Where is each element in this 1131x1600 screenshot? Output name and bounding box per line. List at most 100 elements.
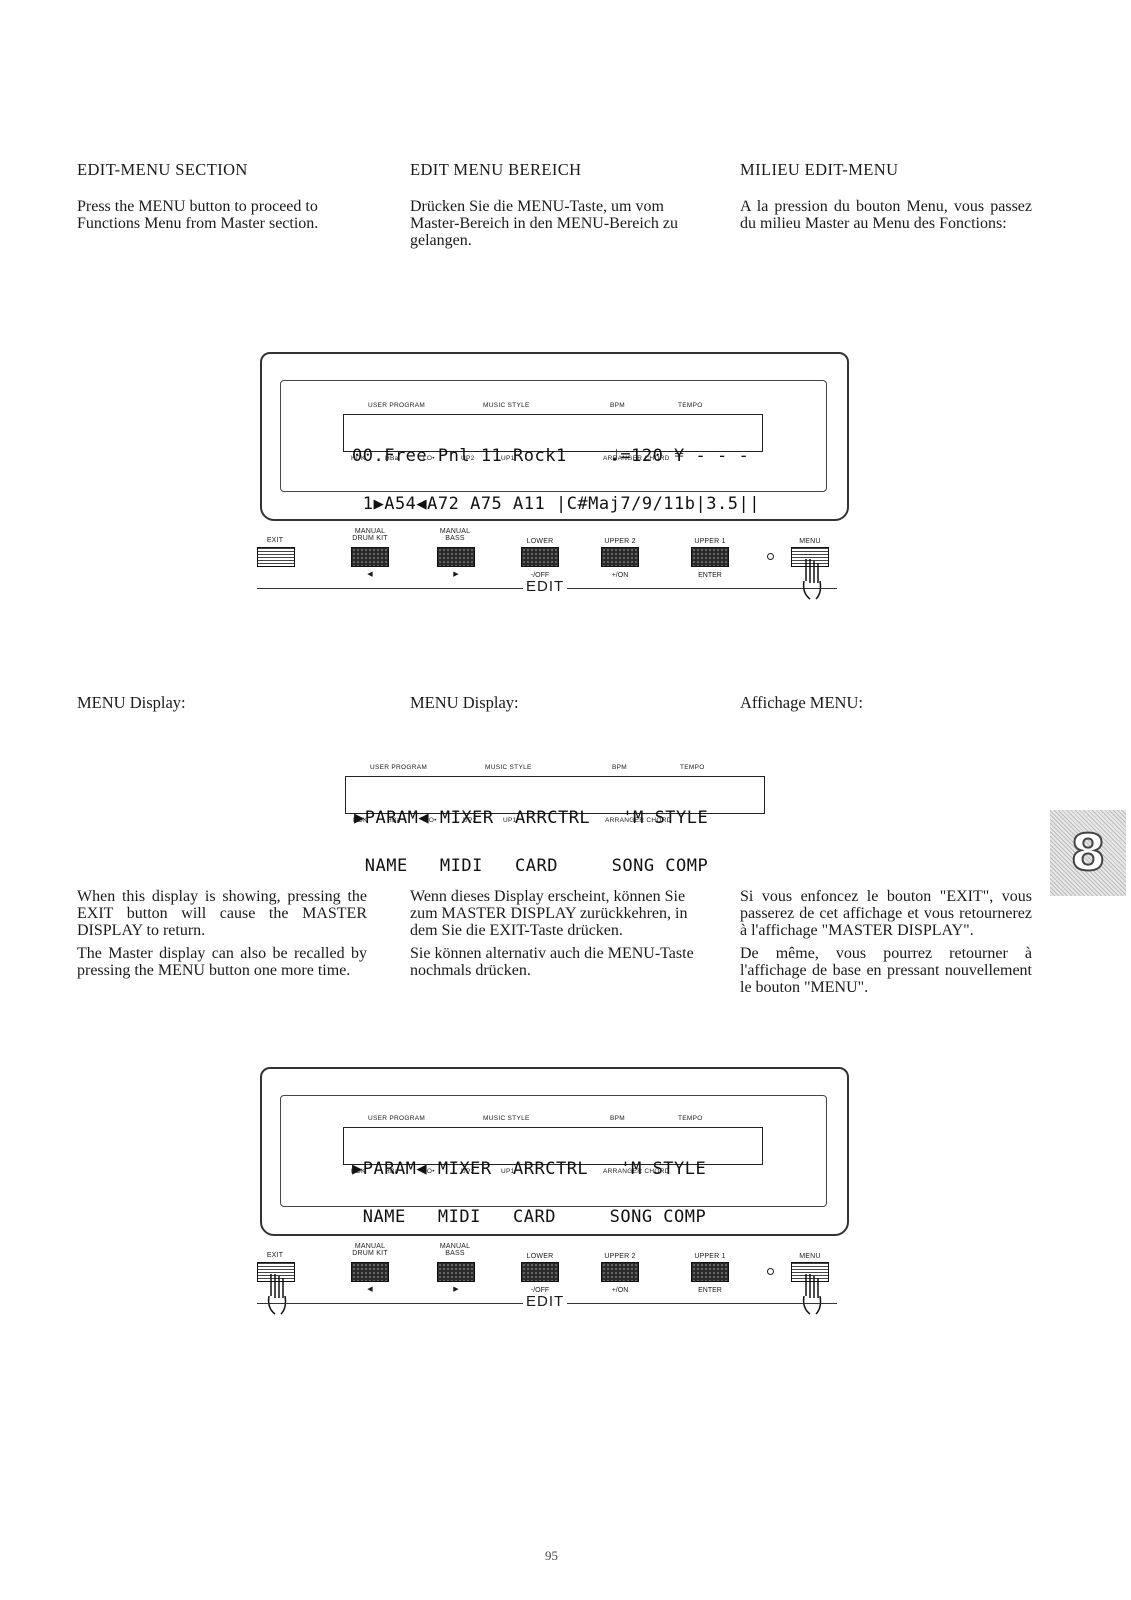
master-lcd-screen: 00.Free Pnl 11 Rock1 ♩=120 ¥ - - - 1▶A54…	[343, 414, 763, 513]
panel-menu-display: USER PROGRAM MUSIC STYLE BPM TEMPO ▶PARA…	[343, 1113, 763, 1226]
lcd-top-labels: USER PROGRAM MUSIC STYLE BPM TEMPO	[343, 1115, 763, 1125]
lcd-label-arranger-chord: ARRANGER CHORD	[603, 455, 670, 462]
enter-sublabel: ENTER	[698, 1287, 722, 1294]
lcd-label-arranger-chord: ARRANGER CHORD	[605, 817, 672, 824]
left-arrow-icon: ◀	[367, 1286, 373, 1293]
display-bezel-inner	[280, 380, 827, 492]
front-panel-master: USER PROGRAM MUSIC STYLE BPM TEMPO 00.Fr…	[255, 340, 855, 625]
upper1-button[interactable]	[691, 547, 729, 567]
lcd-label-arranger-chord: ARRANGER CHORD	[603, 1168, 670, 1175]
edit-label: EDIT	[523, 1293, 568, 1310]
exit-label: EXIT	[266, 537, 284, 544]
display-label-de: MENU Display:	[410, 693, 519, 712]
master-lcd-line-1: 00.Free Pnl 11 Rock1 ♩=120 ¥ - - -	[352, 446, 750, 466]
chapter-tab-icon: 8	[1050, 810, 1126, 896]
display-bezel	[260, 1067, 849, 1236]
page-number: 95	[545, 1548, 558, 1563]
lcd-label-hdk: HDK	[353, 817, 368, 824]
lcd-label-lower: LO•	[423, 455, 435, 462]
enter-sublabel: ENTER	[698, 572, 722, 579]
heading-fr: MILIEU EDIT-MENU	[740, 160, 899, 179]
lcd-bottom-labels: HDK HBa LO• UP2 UP1 ARRANGER CHORD	[343, 455, 763, 465]
manual-drum-kit-button[interactable]	[351, 547, 389, 567]
lcd-label-hdk: HDK	[351, 1168, 366, 1175]
on-sublabel: +/ON	[611, 1287, 629, 1294]
lower-label: LOWER	[526, 538, 554, 545]
master-display: USER PROGRAM MUSIC STYLE BPM TEMPO 00.Fr…	[343, 400, 763, 513]
lcd-bottom-labels: HDK HBa LO• UP2 UP1 ARRANGER CHORD	[343, 1168, 763, 1178]
body-de: Wenn dieses Display erscheint, können Si…	[410, 888, 694, 979]
lcd-bottom-labels: HDK HBa LO• UP2 UP1 ARRANGER CHORD	[345, 817, 765, 827]
exit-button[interactable]	[257, 547, 295, 567]
lcd-label-up2: UP2	[463, 817, 477, 824]
lcd-top-labels: USER PROGRAM MUSIC STYLE BPM TEMPO	[343, 402, 763, 412]
lcd-top-labels: USER PROGRAM MUSIC STYLE BPM TEMPO	[345, 764, 765, 774]
panel-menu-lcd-screen: ▶PARAM◀ MIXER ARRCTRL 'M STYLE NAME MIDI…	[343, 1127, 763, 1226]
panel-menu-lcd-line-2: NAME MIDI CARD SONG COMP	[352, 1207, 707, 1227]
on-sublabel: +/ON	[611, 572, 629, 579]
manual-drum-kit-button[interactable]	[351, 1262, 389, 1282]
display-bezel	[260, 352, 849, 521]
lcd-label-user-program: USER PROGRAM	[368, 402, 426, 409]
menu-display: USER PROGRAM MUSIC STYLE BPM TEMPO ▶PARA…	[345, 762, 765, 875]
lcd-label-bpm: BPM	[610, 1115, 625, 1122]
lcd-label-bpm: BPM	[610, 402, 625, 409]
lcd-label-tempo: TEMPO	[678, 1115, 703, 1122]
left-arrow-icon: ◀	[367, 571, 373, 578]
lcd-label-user-program: USER PROGRAM	[370, 764, 428, 771]
lcd-label-hba: HBa	[385, 1168, 399, 1175]
lcd-label-tempo: TEMPO	[680, 764, 705, 771]
upper1-label: UPPER 1	[694, 1253, 726, 1260]
menu-label: MENU	[799, 1253, 821, 1260]
right-arrow-icon: ▶	[453, 1286, 459, 1293]
lcd-label-hdk: HDK	[351, 455, 366, 462]
intro-en: Press the MENU button to proceed to Func…	[77, 198, 319, 232]
exit-button[interactable]	[257, 1262, 295, 1282]
display-bezel-inner	[280, 1095, 827, 1207]
menu-led-indicator	[767, 1268, 774, 1275]
lower-label: LOWER	[526, 1253, 554, 1260]
intro-de: Drücken Sie die MENU-Taste, um vom Maste…	[410, 198, 679, 249]
upper2-button[interactable]	[601, 1262, 639, 1282]
manual-bass-button[interactable]	[437, 547, 475, 567]
intro-fr: A la pression du bouton Menu, vous passe…	[740, 198, 1032, 232]
menu-lcd-screen: ▶PARAM◀ MIXER ARRCTRL 'M STYLE NAME MIDI…	[345, 776, 765, 875]
upper2-label: UPPER 2	[604, 538, 636, 545]
pointing-hand-icon	[802, 1274, 822, 1315]
lcd-label-up2: UP2	[461, 1168, 475, 1175]
lcd-label-hba: HBa	[387, 817, 401, 824]
menu-led-indicator	[767, 553, 774, 560]
menu-label: MENU	[799, 538, 821, 545]
lcd-label-music-style: MUSIC STYLE	[483, 1115, 530, 1122]
manual-bass-button[interactable]	[437, 1262, 475, 1282]
off-sublabel: -/OFF	[530, 1287, 550, 1294]
front-panel-menu: USER PROGRAM MUSIC STYLE BPM TEMPO ▶PARA…	[255, 1055, 855, 1340]
upper2-button[interactable]	[601, 547, 639, 567]
lcd-label-up1: UP1	[501, 1168, 515, 1175]
lcd-label-bpm: BPM	[612, 764, 627, 771]
upper1-button[interactable]	[691, 1262, 729, 1282]
body-fr: Si vous enfoncez le bouton "EXIT", vous …	[740, 888, 1032, 996]
pointing-hand-icon	[267, 1274, 287, 1315]
lcd-label-music-style: MUSIC STYLE	[485, 764, 532, 771]
heading-de: EDIT MENU BEREICH	[410, 160, 582, 179]
lcd-label-user-program: USER PROGRAM	[368, 1115, 426, 1122]
lcd-label-lower: LO•	[423, 1168, 435, 1175]
right-arrow-icon: ▶	[453, 571, 459, 578]
lcd-label-up1: UP1	[503, 817, 517, 824]
lower-button[interactable]	[521, 1262, 559, 1282]
upper1-label: UPPER 1	[694, 538, 726, 545]
lcd-label-up2: UP2	[461, 455, 475, 462]
body-en: When this display is showing, pressing t…	[77, 888, 367, 979]
upper2-label: UPPER 2	[604, 1253, 636, 1260]
display-label-fr: Affichage MENU:	[740, 693, 863, 712]
heading-en: EDIT-MENU SECTION	[77, 160, 248, 179]
off-sublabel: -/OFF	[530, 572, 550, 579]
panel-menu-lcd-line-1: ▶PARAM◀ MIXER ARRCTRL 'M STYLE	[352, 1159, 707, 1179]
master-lcd-line-2: 1▶A54◀A72 A75 A11 |C#Maj7/9/11b|3.5||	[352, 494, 760, 514]
lcd-label-up1: UP1	[501, 455, 515, 462]
lower-button[interactable]	[521, 547, 559, 567]
